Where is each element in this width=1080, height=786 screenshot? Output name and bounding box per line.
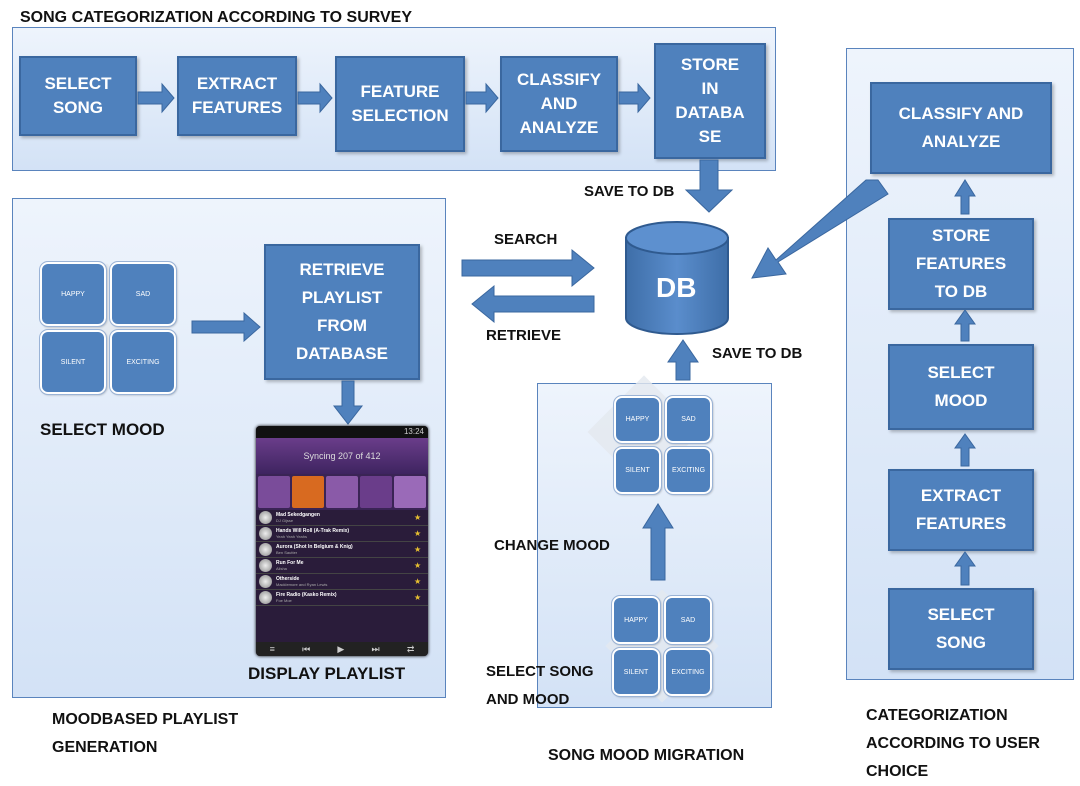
mood-grid-migrated: HAPPY SAD SILENT EXCITING [587, 375, 713, 495]
track-title: Run For Me [276, 560, 304, 566]
playlist-phone-screenshot: 13:24 Syncing 207 of 412 Mad Sekedgangen… [256, 426, 428, 656]
phone-control-icon: ⏭ [371, 643, 380, 654]
disc-icon [259, 527, 272, 540]
mood-tile-exciting: EXCITING [664, 446, 713, 495]
rating-icon: ★ [414, 529, 422, 538]
disc-icon [259, 591, 272, 604]
mood-tile-exciting: EXCITING [109, 329, 177, 395]
rating-icon: ★ [414, 577, 422, 586]
phone-sync-header: Syncing 207 of 412 [256, 438, 428, 474]
left-section-title: MOODBASED PLAYLIST GENERATION [52, 711, 239, 756]
label-save-to-db-top: SAVE TO DB [584, 183, 675, 200]
phone-status-time: 13:24 [256, 426, 428, 438]
rating-icon: ★ [414, 561, 422, 570]
disc-icon [259, 543, 272, 556]
arrow-store-to-db [684, 159, 734, 213]
label-search: SEARCH [494, 231, 558, 248]
right-extract-features: EXTRACT FEATURES [888, 469, 1034, 551]
track-artist: Yeah Yeah Yeahs [276, 534, 308, 539]
arrow-right-3 [954, 309, 976, 342]
pipeline-classify-analyze: CLASSIFY AND ANALYZE [500, 56, 618, 152]
label-display-playlist: DISPLAY PLAYLIST [248, 664, 406, 683]
arrow-classify-to-store [618, 82, 651, 114]
mood-tile-exciting: EXCITING [663, 647, 713, 697]
mood-tile-happy: HAPPY [613, 395, 662, 444]
right-store-features: STORE FEATURES TO DB [888, 218, 1034, 310]
label-save-to-db-bottom: SAVE TO DB [712, 345, 803, 362]
phone-control-icon: ▶ [337, 643, 345, 654]
pipeline-store-database: STORE IN DATABA SE [654, 43, 766, 159]
arrow-extract-to-feature [297, 82, 333, 114]
arrow-mood-to-retrieve [191, 311, 261, 343]
arrow-migration-to-db [667, 339, 699, 381]
arrow-right-1 [954, 551, 976, 586]
track-artist: Foe Moe [276, 598, 292, 603]
arrow-classify-to-db [751, 179, 889, 279]
pipeline-feature-selection: FEATURE SELECTION [335, 56, 465, 152]
mood-tile-silent: SILENT [611, 647, 661, 697]
disc-icon [259, 511, 272, 524]
phone-album-strip [256, 474, 428, 510]
arrow-feature-to-classify [465, 82, 499, 114]
track-title: Otherside [276, 576, 300, 582]
rating-icon: ★ [414, 593, 422, 602]
label-change-mood: CHANGE MOOD [494, 537, 610, 554]
arrow-right-2 [954, 433, 976, 467]
mood-tile-sad: SAD [663, 595, 713, 645]
rating-icon: ★ [414, 545, 422, 554]
arrow-search [461, 248, 595, 288]
pipeline-select-song: SELECT SONG [19, 56, 137, 136]
phone-track-row: Aurora (Shot In Belgium & Knig)Ben Sautt… [256, 542, 428, 558]
label-select-mood: SELECT MOOD [40, 420, 165, 439]
top-section-title: SONG CATEGORIZATION ACCORDING TO SURVEY [20, 9, 413, 26]
track-title: Mad Sekedgangen [276, 512, 320, 518]
label-select-song-and-mood: SELECT SONG AND MOOD [486, 663, 594, 708]
right-select-mood: SELECT MOOD [888, 344, 1034, 430]
phone-control-icon: ⏮ [302, 643, 311, 654]
phone-controls: ≡ ⏮ ▶ ⏭ ⇄ [256, 642, 428, 656]
disc-icon [259, 575, 272, 588]
track-artist: DJ Gijsse [276, 518, 294, 523]
mood-tile-happy: HAPPY [611, 595, 661, 645]
phone-track-row: Fire Radio (Kasko Remix)Foe Moe ★ [256, 590, 428, 606]
mood-tile-silent: SILENT [39, 329, 107, 395]
label-retrieve: RETRIEVE [486, 327, 562, 344]
arrow-change-mood [642, 503, 674, 581]
track-title: Aurora (Shot In Belgium & Knig) [276, 544, 353, 550]
track-artist: Alisha [276, 566, 287, 571]
db-label: DB [656, 272, 697, 303]
right-section-title: CATEGORIZATION ACCORDING TO USER CHOICE [866, 707, 1040, 780]
track-title: Fire Radio (Kasko Remix) [276, 592, 337, 598]
track-artist: Ben Sautter [276, 550, 298, 555]
right-classify-analyze: CLASSIFY AND ANALYZE [870, 82, 1052, 174]
mood-grid-original: HAPPY SAD SILENT EXCITING [605, 589, 719, 703]
mood-tile-silent: SILENT [613, 446, 662, 495]
middle-section-title: SONG MOOD MIGRATION [548, 747, 745, 764]
database-cylinder [625, 221, 729, 335]
rating-icon: ★ [414, 513, 422, 522]
mood-tile-sad: SAD [109, 261, 177, 327]
right-select-song: SELECT SONG [888, 588, 1034, 670]
retrieve-playlist-box: RETRIEVE PLAYLIST FROM DATABASE [264, 244, 420, 380]
disc-icon [259, 559, 272, 572]
arrow-retrieve [471, 284, 595, 324]
arrow-select-to-extract [137, 82, 175, 114]
pipeline-extract-features: EXTRACT FEATURES [177, 56, 297, 136]
track-artist: Macklemore and Ryan Lewis [276, 582, 328, 587]
mood-grid-select: HAPPY SAD SILENT EXCITING [39, 261, 177, 395]
mood-tile-sad: SAD [664, 395, 713, 444]
phone-track-row: Hands Will Roll (A-Trak Remix)Yeah Yeah … [256, 526, 428, 542]
mood-tile-happy: HAPPY [39, 261, 107, 327]
phone-control-icon: ⇄ [406, 643, 415, 654]
arrow-retrieve-to-phone [332, 380, 364, 425]
track-title: Hands Will Roll (A-Trak Remix) [276, 528, 350, 534]
arrow-right-4 [954, 179, 976, 215]
phone-control-icon: ≡ [269, 644, 275, 654]
